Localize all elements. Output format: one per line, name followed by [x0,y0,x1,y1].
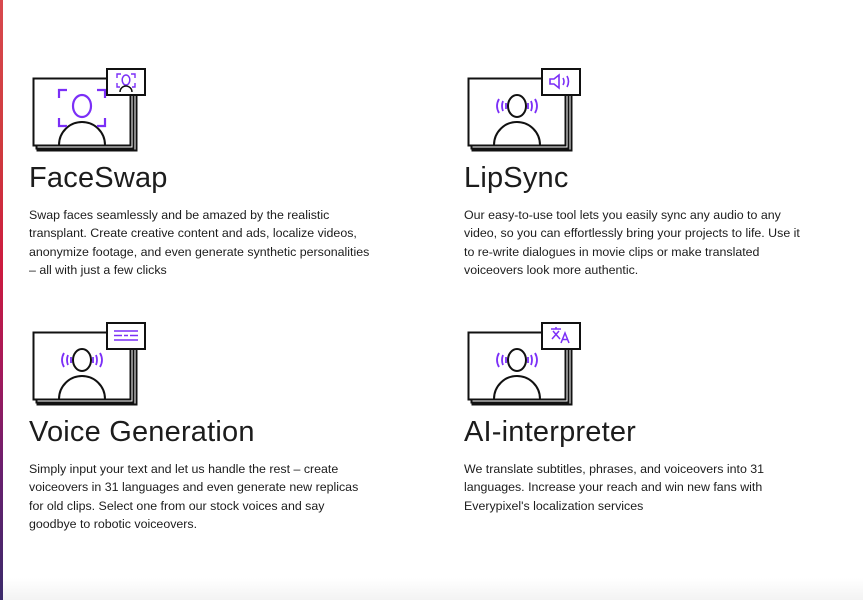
feature-title: Voice Generation [29,416,255,448]
left-accent-bar [0,0,3,600]
ai-interpreter-illustration-icon [467,322,581,406]
voice-generation-illustration-icon [32,322,146,406]
feature-title: LipSync [464,162,569,194]
feature-description: We translate subtitles, phrases, and voi… [464,462,765,513]
feature-title: AI-interpreter [464,416,637,448]
feature-title: FaceSwap [29,162,168,194]
feature-description: Simply input your text and let us handle… [29,462,359,531]
faceswap-illustration-icon [32,68,146,152]
feature-description: Our easy-to-use tool lets you easily syn… [464,208,800,277]
lipsync-illustration-icon [467,68,581,152]
feature-description: Swap faces seamlessly and be amazed by t… [29,208,370,277]
bottom-fade [3,578,863,600]
